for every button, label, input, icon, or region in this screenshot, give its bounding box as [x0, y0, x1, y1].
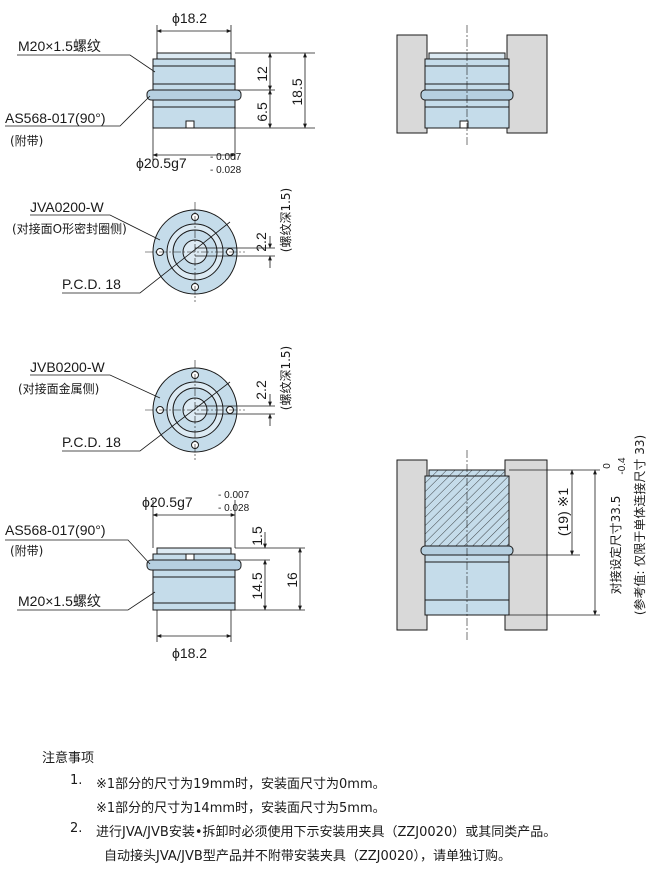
bottom-oring-note: (附带): [10, 544, 43, 558]
installed-view-top: [396, 25, 548, 145]
top-side-view: ϕ18.2 12 6.5 18.5 M20×1.5螺纹 AS568-017(90…: [5, 10, 315, 176]
jva-desc: (对接面O形密封圈侧): [12, 221, 127, 236]
assembly-view: (19) ※1 对接设定尺寸33.5 0 -0.4 (参考值: 仅限于单体连接尺…: [396, 435, 647, 640]
note-2-number: 2.: [70, 821, 83, 836]
jva-dim: 2.2: [253, 232, 269, 252]
dim-1-5: 1.5: [249, 526, 265, 546]
assembly-ref: (参考值: 仅限于单体连接尺寸 33): [632, 435, 647, 615]
dim-assembly-main: 对接设定尺寸33.5: [608, 496, 623, 595]
dim-14-5: 14.5: [249, 572, 265, 599]
dim-18-5: 18.5: [289, 78, 305, 105]
oring: [146, 89, 242, 101]
bottom-tol-upper: - 0.007: [218, 490, 250, 501]
assembly-tol-lower: -0.4: [617, 457, 628, 475]
jvb-desc: (对接面金属侧): [18, 381, 99, 396]
dim-6-5: 6.5: [254, 102, 270, 122]
jvb-depth: (螺纹深1.5): [279, 346, 293, 410]
jva-face-view: 2.2 (螺纹深1.5) JVA0200-W (对接面O形密封圈侧) P.C.D…: [12, 188, 293, 302]
bottom-top-dia-label: ϕ20.5g7: [142, 494, 193, 510]
jvb-dim: 2.2: [253, 380, 269, 400]
top-tol-upper: - 0.007: [210, 152, 242, 163]
jva-pcd: P.C.D. 18: [62, 276, 121, 292]
jvb-face-view: 2.2 (螺纹深1.5) JVB0200-W (对接面金属侧) P.C.D. 1…: [18, 346, 293, 460]
dim-19: (19) ※1: [555, 488, 571, 537]
jvb-pcd: P.C.D. 18: [62, 434, 121, 450]
note-1-line-1: ※1部分的尺寸为19mm时，安装面尺寸为0mm。: [96, 777, 386, 792]
jvb-model: JVB0200-W: [30, 359, 105, 375]
bottom-dia-label: ϕ18.2: [172, 645, 207, 661]
top-bottom-dia-label: ϕ20.5g7: [136, 155, 187, 171]
jva-model: JVA0200-W: [30, 199, 104, 215]
note-2-line-1: 进行JVA/JVB安装•拆卸时必须使用下示安装用夹具（ZZJ0020）或其同类产…: [96, 825, 557, 840]
top-chamfer: [156, 52, 232, 60]
dim-16: 16: [284, 572, 300, 588]
top-oring-label: AS568-017(90°): [5, 110, 106, 126]
top-tol-lower: - 0.028: [210, 165, 242, 176]
note-2-line-2: 自动接头JVA/JVB型产品并不附带安装夹具（ZZJ0020），请单独订购。: [104, 849, 512, 864]
note-1-number: 1.: [70, 773, 83, 788]
dim-12: 12: [254, 66, 270, 82]
jva-depth: (螺纹深1.5): [279, 188, 293, 252]
bottom-oring-label: AS568-017(90°): [5, 522, 106, 538]
top-thread-label: M20×1.5螺纹: [18, 38, 101, 54]
top-dia-label: ϕ18.2: [172, 10, 207, 26]
assembly-tol-upper: 0: [602, 463, 613, 469]
top-oring-note: (附带): [10, 134, 43, 148]
bottom-thread-label: M20×1.5螺纹: [18, 593, 101, 609]
notes-title: 注意事项: [42, 751, 95, 766]
thread-section: [152, 58, 236, 91]
bottom-side-view: ϕ20.5g7 - 0.007 - 0.028 AS568-017(90°) (…: [5, 490, 305, 661]
note-1-line-2: ※1部分的尺寸为14mm时，安装面尺寸为5mm。: [96, 801, 386, 816]
bottom-tol-lower: - 0.028: [218, 503, 250, 514]
